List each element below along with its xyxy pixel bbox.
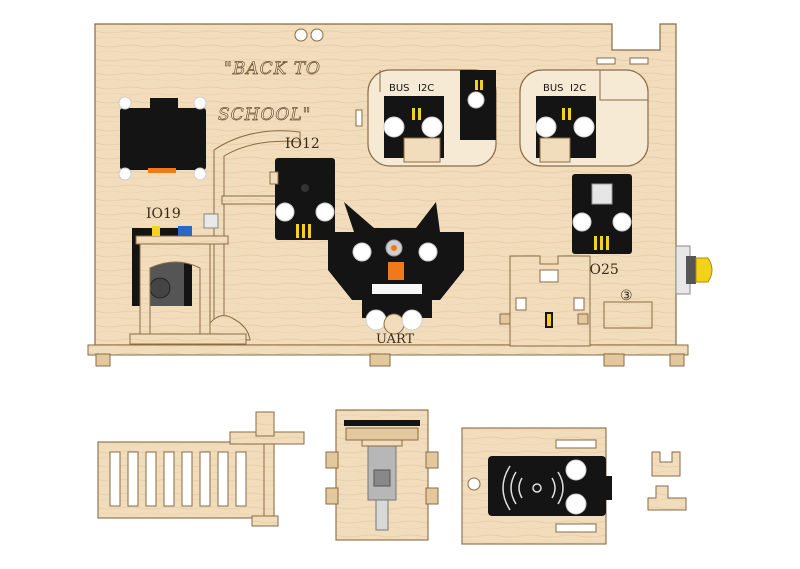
i2c-window-left: BUS I2C	[367, 69, 497, 167]
display-module	[118, 96, 207, 181]
bus-label-right: BUS	[543, 83, 564, 94]
small-connector-parts	[647, 451, 687, 511]
io12-module: IO12	[269, 136, 335, 240]
yellow-button-icon	[675, 245, 713, 295]
i2c-window-right: BUS I2C	[519, 69, 649, 167]
io19-assembly: IO19	[129, 206, 247, 345]
rfid-panel-part	[461, 427, 612, 545]
uart-cat-module: UART	[328, 202, 464, 347]
i2c-label-right: I2C	[570, 83, 586, 94]
uart-label: UART	[376, 332, 415, 347]
bracket-right: ③	[499, 255, 653, 347]
slogan-line1: "BACK TO	[224, 59, 321, 79]
i2c-label-left: I2C	[418, 83, 434, 94]
circled-number: ③	[620, 288, 633, 304]
tower-part	[325, 409, 439, 541]
io12-label: IO12	[285, 136, 320, 152]
nfc-waves-icon	[502, 465, 564, 511]
io25-label: IO25	[584, 262, 619, 278]
bus-label-left: BUS	[389, 83, 410, 94]
io19-label: IO19	[146, 206, 181, 222]
io25-module: IO25	[572, 174, 632, 278]
slatted-panel-part	[97, 411, 305, 527]
slogan-line2: SCHOOL"	[218, 105, 311, 125]
slogan: "BACK TO SCHOOL"	[218, 59, 321, 126]
